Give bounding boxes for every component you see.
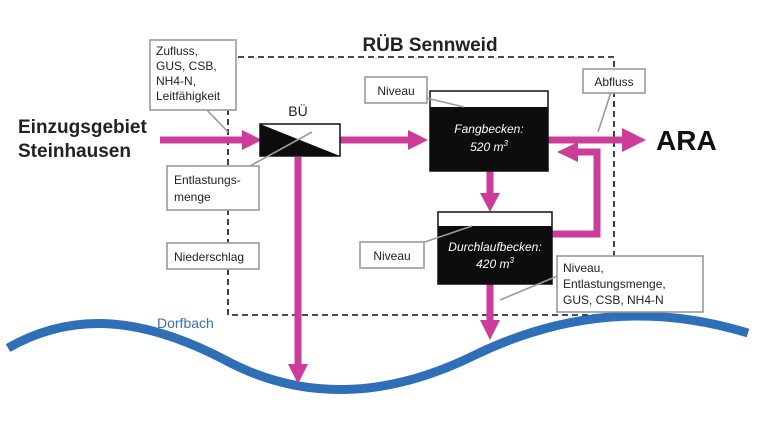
flow-fang-to-durchlauf-head xyxy=(480,193,500,212)
fangbecken-name: Fangbecken: xyxy=(454,122,523,136)
durchlaufbecken-volume: 420 m3 xyxy=(476,256,514,271)
callout-niveau-bottom: Niveau xyxy=(373,249,410,263)
diagram-title: RÜB Sennweid xyxy=(362,35,497,56)
return-flow-head xyxy=(557,142,578,162)
callout-niveau-top: Niveau xyxy=(377,84,414,98)
inflow-arrowhead xyxy=(242,130,262,150)
flow-durchlauf-to-stream-head xyxy=(480,320,500,340)
leader-zufluss xyxy=(204,107,229,133)
callout-zufluss-box xyxy=(149,39,237,111)
callout-niederschlag-box xyxy=(166,242,260,270)
callout-abfluss-box xyxy=(582,68,646,94)
overflow-structure-fill xyxy=(260,124,340,156)
fangbecken-volume: 520 m3 xyxy=(470,139,508,154)
callout-niveau-top-box xyxy=(364,76,428,104)
fangbecken-fill xyxy=(430,107,548,171)
source-label: Einzugsgebiet Steinhausen xyxy=(18,117,152,162)
callout-outlet-box xyxy=(556,255,704,313)
stream-label: Dorfbach xyxy=(157,315,214,331)
callout-niederschlag: Niederschlag xyxy=(174,250,244,264)
durchlaufbecken-fill xyxy=(438,226,552,284)
system-boundary xyxy=(227,56,615,316)
target-label: ARA xyxy=(656,125,717,156)
callout-outlet: Niveau, Entlastungsmenge, GUS, CSB, NH4-… xyxy=(563,261,669,307)
return-flow-durchlauf-to-fang xyxy=(552,148,601,238)
leader-abfluss xyxy=(597,88,613,133)
flow-bu-to-fangbecken-head xyxy=(408,130,428,150)
overflow-structure-label: BÜ xyxy=(288,102,307,119)
callout-entlastung: Entlastungs- menge xyxy=(174,173,244,204)
flow-to-ara-head xyxy=(622,128,646,152)
callout-entlastung-box xyxy=(166,165,260,211)
leader-entlastung xyxy=(249,131,313,167)
callout-zufluss: Zufluss, GUS, CSB, NH4-N, Leitfähigkeit xyxy=(156,44,221,103)
overflow-to-stream-head xyxy=(288,364,308,384)
leader-outlet xyxy=(499,274,561,301)
callout-abfluss: Abfluss xyxy=(594,75,633,89)
callout-niveau-bottom-box xyxy=(359,241,425,269)
stream-dorfbach xyxy=(5,311,750,395)
durchlaufbecken-name: Durchlaufbecken: xyxy=(448,240,541,254)
